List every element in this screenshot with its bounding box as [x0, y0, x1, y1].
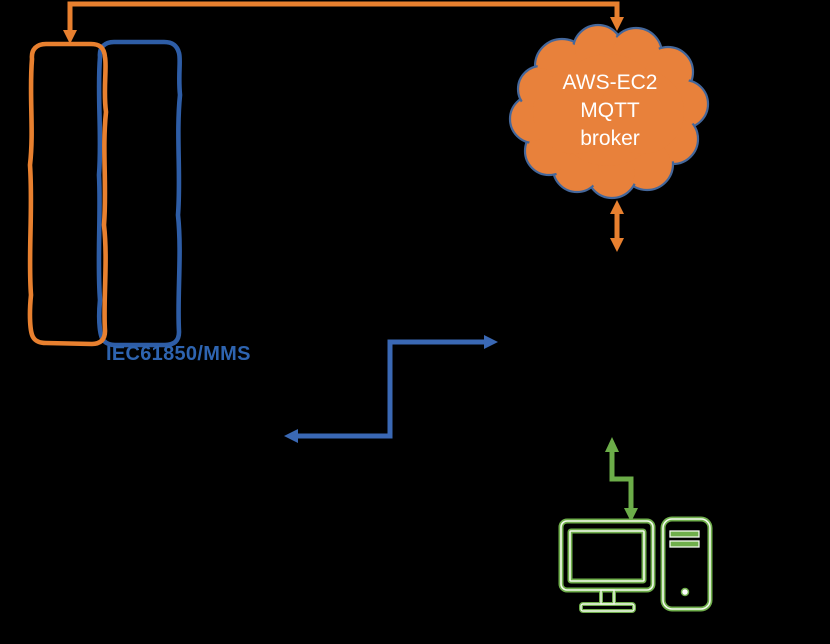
tower-power-button: [680, 587, 690, 597]
green-zigzag-connector: [605, 437, 638, 522]
arrowhead-down: [624, 508, 638, 522]
device-rect-blue: [96, 39, 183, 348]
arrowhead-right: [484, 335, 498, 349]
monitor-screen: [567, 528, 647, 584]
arrowhead-up: [605, 437, 619, 452]
arrowhead-left: [284, 429, 298, 443]
cloud-label-line3: broker: [580, 127, 640, 150]
arrowhead-down-right: [610, 17, 624, 31]
cloud-label: AWS-EC2 MQTT broker: [515, 69, 705, 153]
tower-vent-slot: [669, 530, 700, 538]
mqtt-cloud-shape: [508, 23, 710, 200]
blue-zigzag-connector: [284, 335, 498, 443]
cloud-updown-arrow: [610, 200, 624, 252]
workstation-computer-icon: [558, 516, 713, 613]
device-rect-orange: [27, 41, 109, 347]
cloud-label-line1: AWS-EC2: [562, 71, 658, 94]
protocol-label: IEC61850/MMS: [106, 343, 251, 365]
monitor-stand-base: [579, 602, 636, 613]
arrowhead-down: [610, 238, 624, 252]
cloud-fill-cover: [512, 27, 706, 196]
orange-elbow-connector: [63, 1, 624, 44]
tower-vent-slot: [669, 540, 700, 548]
arrowhead-down-left: [63, 30, 77, 44]
cloud-label-line2: MQTT: [580, 99, 640, 122]
arrowhead-up: [610, 200, 624, 214]
